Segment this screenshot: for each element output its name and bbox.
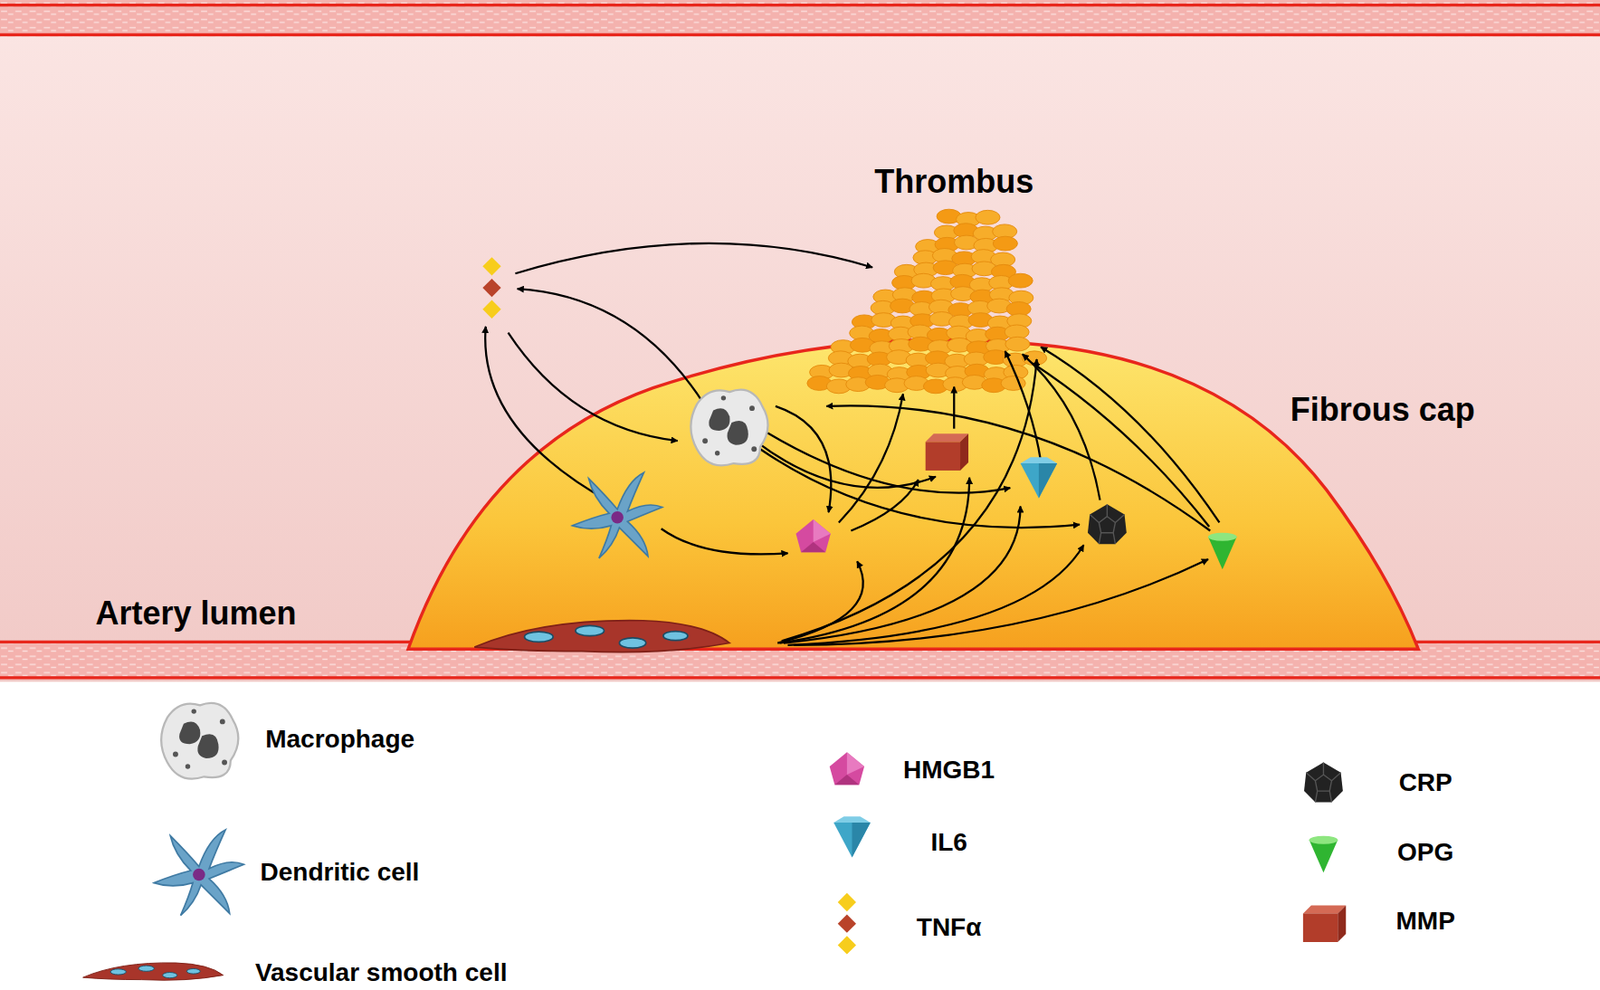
legend-text: HMGB1: [903, 756, 995, 785]
artery-wall: [0, 0, 1600, 38]
legend-text: Vascular smooth cell: [255, 958, 508, 987]
legend-icon: [1309, 836, 1339, 874]
legend-text: TNFα: [916, 914, 982, 943]
legend-icon: [829, 752, 865, 785]
plaque: [408, 339, 1419, 649]
artery-lumen: [0, 0, 1600, 682]
platelet: [975, 209, 1000, 225]
region-label: Thrombus: [874, 163, 1034, 200]
legend-text: Dendritic cell: [260, 858, 420, 887]
legend-text: MMP: [1396, 907, 1456, 936]
platelet: [1005, 336, 1030, 352]
legend-icon: [833, 816, 871, 858]
legend-icon: [153, 829, 244, 916]
legend-text: OPG: [1397, 838, 1454, 867]
legend-icon: [161, 703, 239, 780]
legend-icon: [83, 962, 224, 981]
region-label: Fibrous cap: [1290, 391, 1476, 429]
legend-text: IL6: [930, 828, 967, 858]
platelet: [992, 236, 1018, 251]
legend-text: Macrophage: [265, 725, 415, 754]
legend-icon: [838, 893, 857, 955]
legend-icon: [1304, 761, 1343, 802]
legend-icon: [1303, 904, 1346, 943]
legend-text: CRP: [1399, 768, 1453, 797]
region-label: Artery lumen: [95, 595, 296, 632]
arrows: [485, 243, 1220, 646]
platelet: [1008, 273, 1033, 288]
